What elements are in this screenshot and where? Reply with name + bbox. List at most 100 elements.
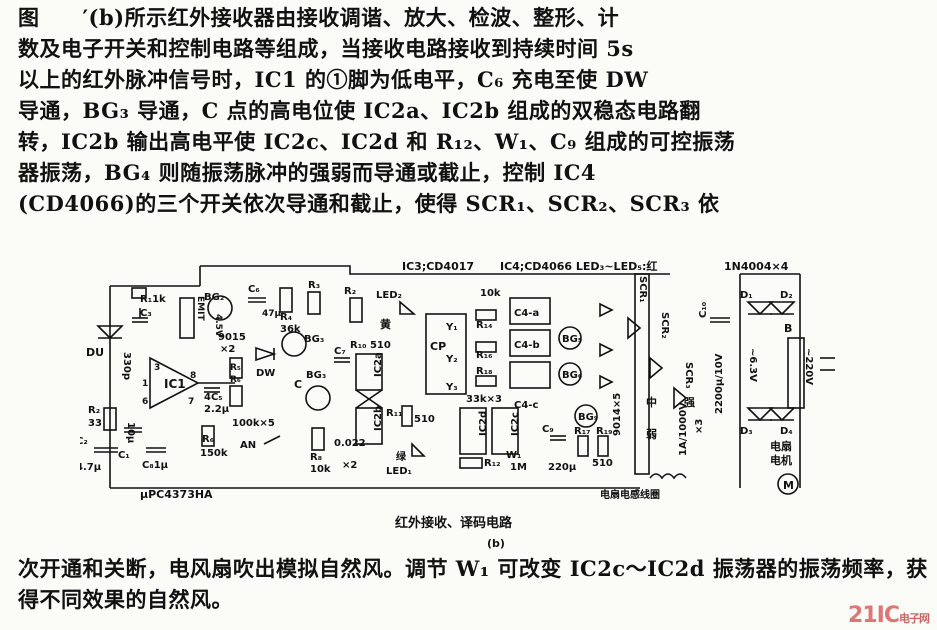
component-label: R₂ bbox=[88, 405, 100, 416]
component-label: D₁ bbox=[740, 290, 753, 301]
header-ic3: IC3;CD4017 bbox=[402, 260, 474, 273]
component-label: R₁₄ bbox=[476, 320, 492, 331]
component-label: ~6.3V bbox=[747, 348, 758, 382]
text-line: (CD4066)的三个开关依次导通和截止，使得 SCR₁、SCR₂、SCR₃ 依 bbox=[18, 191, 720, 216]
component-label: R₅ bbox=[230, 363, 241, 373]
component-label: Y₃ bbox=[445, 382, 458, 393]
component-label: C₆ bbox=[248, 284, 260, 295]
svg-text:8: 8 bbox=[190, 371, 196, 381]
text-line: 图 ′(b)所示红外接收器由接收调谐、放大、检波、整形、计 bbox=[18, 5, 620, 30]
component-label: R₁1k bbox=[140, 294, 166, 305]
component-label: AN bbox=[240, 440, 256, 451]
component-label: W₁ bbox=[506, 450, 521, 461]
component-label: R₁₈ bbox=[476, 366, 492, 377]
component-label: 强 bbox=[684, 396, 695, 409]
component-label: 电扇 bbox=[770, 439, 792, 453]
component-label: 10k bbox=[310, 464, 331, 475]
component-label: C₁ bbox=[118, 450, 130, 461]
svg-text:6: 6 bbox=[142, 397, 148, 407]
component-label: 510 bbox=[592, 458, 613, 469]
component-label: 10μ bbox=[125, 422, 136, 444]
component-label: D₃ bbox=[740, 426, 753, 437]
component-label: C4-c bbox=[514, 400, 538, 411]
component-label: R₆ bbox=[230, 375, 241, 385]
component-label: 1M bbox=[510, 462, 527, 473]
component-label: 330p bbox=[121, 352, 132, 380]
component-label: R₆ bbox=[202, 434, 214, 445]
component-label: ×2 bbox=[220, 344, 235, 355]
component-label: Y₂ bbox=[445, 354, 458, 365]
component-label: 220μ bbox=[548, 462, 577, 473]
component-label: Y₁ bbox=[445, 322, 458, 333]
component-label: IC2a bbox=[373, 352, 384, 377]
text-line: 以上的红外脉冲信号时，IC1 的①脚为低电平，C₆ 充电至使 DW bbox=[18, 67, 649, 92]
component-label: 弱 bbox=[646, 428, 657, 441]
component-label: BG₃ bbox=[304, 334, 324, 345]
text-line: 转，IC2b 输出高电平使 IC2c、IC2d 和 R₁₂、W₁、C₉ 组成的可… bbox=[18, 129, 736, 154]
component-label: R₁₀ 510 bbox=[350, 340, 391, 351]
component-label: 4C₅ bbox=[204, 392, 223, 403]
figure-caption: 红外接收、译码电路 bbox=[395, 516, 513, 531]
component-label: LED₁ bbox=[386, 466, 412, 477]
component-label: BG₉ bbox=[578, 412, 598, 423]
figure-tag: (b) bbox=[487, 537, 505, 550]
component-label: 中 bbox=[646, 395, 657, 409]
component-label: 9014×5 bbox=[612, 393, 623, 436]
component-label: C₉ bbox=[542, 424, 554, 435]
component-label: 1A/1000V bbox=[678, 402, 689, 456]
svg-text:7: 7 bbox=[188, 397, 194, 407]
component-label: D₄ bbox=[780, 426, 793, 437]
text-line: 器振荡，BG₄ 则随振荡脉冲的强弱而导通或截止，控制 IC4 bbox=[18, 160, 597, 185]
component-label: 2.2μ bbox=[204, 404, 230, 415]
component-label: R₈ bbox=[310, 452, 322, 463]
component-label: R₁₉ bbox=[596, 426, 612, 437]
component-label: 4.7μ bbox=[80, 462, 102, 473]
component-label: SCR₁ bbox=[637, 276, 648, 303]
svg-text:1: 1 bbox=[142, 379, 148, 389]
text-line: 得不同效果的自然风。 bbox=[18, 587, 233, 612]
component-label: C₁₀ bbox=[698, 302, 709, 318]
component-label: R₁₆ bbox=[476, 350, 492, 361]
svg-text:3: 3 bbox=[154, 363, 160, 373]
component-label: 510 bbox=[414, 414, 435, 425]
component-label: 150k bbox=[200, 448, 228, 459]
component-label: 0.022 bbox=[334, 438, 366, 449]
component-label: 10k bbox=[480, 288, 501, 299]
component-label: DW bbox=[256, 368, 275, 379]
component-label: 9015 bbox=[218, 332, 246, 343]
component-label: C bbox=[294, 378, 302, 391]
component-label: R₁₇ bbox=[574, 426, 590, 437]
component-label: 100k×5 bbox=[232, 418, 275, 429]
component-label: C₂ bbox=[80, 436, 88, 447]
component-label: ×2 bbox=[342, 460, 357, 471]
component-label: C₇ bbox=[334, 346, 346, 357]
component-label: ×3 bbox=[694, 419, 705, 434]
component-label: SCR₂ bbox=[659, 312, 670, 339]
component-label: SCR₃ bbox=[683, 362, 694, 389]
component-label: BG₆ bbox=[562, 370, 582, 381]
component-label: R₂ bbox=[344, 286, 356, 297]
component-label: 4.5V bbox=[213, 314, 223, 337]
component-label: B bbox=[784, 322, 792, 335]
component-label: 36k bbox=[280, 324, 301, 335]
ic-part-number: μPC4373HA bbox=[140, 488, 213, 501]
text-line: 导通，BG₃ 导通，C 点的高电位使 IC2a、IC2b 组成的双稳态电路翻 bbox=[18, 98, 701, 123]
watermark-main: 21IC bbox=[848, 603, 900, 628]
component-label: 47μ bbox=[262, 309, 282, 319]
component-label: LED₂ bbox=[376, 290, 402, 301]
component-label: 绿 bbox=[396, 450, 407, 463]
component-label: R₃ bbox=[308, 280, 320, 291]
component-label: R₄ bbox=[280, 312, 292, 323]
text-line: 数及电子开关和控制电路等组成，当接收电路接收到持续时间 5s bbox=[18, 36, 634, 61]
component-label: C4-b bbox=[514, 340, 540, 351]
component-label: IC2d bbox=[478, 411, 489, 436]
component-label: 2200μ/10V bbox=[714, 353, 725, 414]
component-label: 电机 bbox=[770, 453, 792, 467]
watermark-sub: 电子网 bbox=[899, 612, 930, 625]
body-text-top: 图 ′(b)所示红外接收器由接收调谐、放大、检波、整形、计 数及电子开关和控制电… bbox=[18, 2, 918, 219]
component-label: D₂ bbox=[780, 290, 793, 301]
component-label: C₃ bbox=[140, 308, 152, 319]
component-label: 33 bbox=[88, 418, 102, 429]
component-label: IC2c bbox=[510, 412, 521, 436]
watermark-logo: 21IC电子网 bbox=[848, 603, 930, 628]
